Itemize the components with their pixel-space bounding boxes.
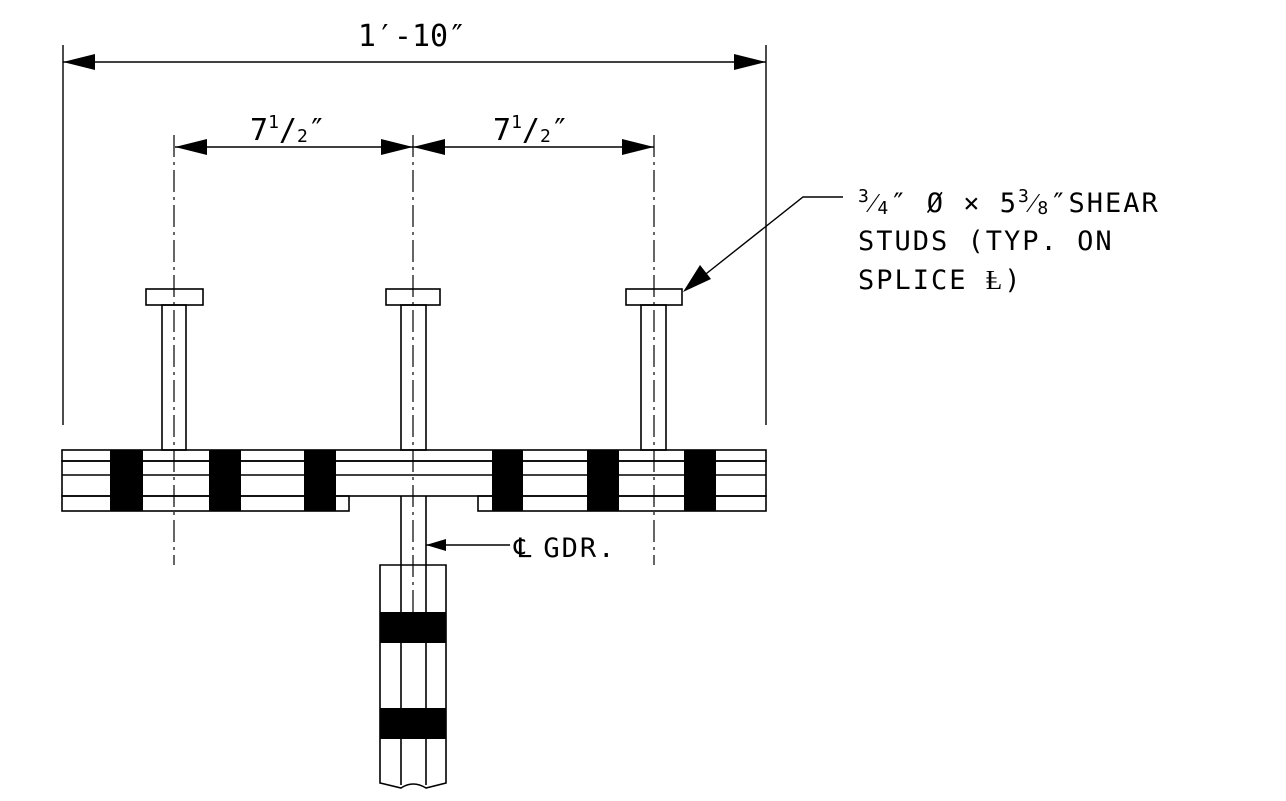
shear-studs: [145, 288, 683, 451]
top-splice-plate: [61, 449, 767, 462]
overall-dimension-label: 1′-10″: [358, 19, 466, 54]
overall-dimension: 1′-10″: [62, 19, 767, 425]
leader-line: [696, 196, 843, 282]
girder-web: [379, 496, 447, 789]
left-spacing-label: 71/2″: [250, 112, 326, 148]
shear-stud-callout: 3⁄4″ Ø × 53⁄8″SHEAR STUDS (TYP. ON SPLIC…: [683, 186, 1160, 296]
centerline-girder-label: ℄GDR.: [513, 533, 616, 564]
centerline-symbol: ℄: [513, 533, 533, 564]
leader-arrowhead: [683, 265, 711, 292]
bottom-splice-plate-right: [477, 495, 767, 512]
bolt: [492, 450, 523, 511]
web-splice-plates: [379, 564, 447, 789]
girder-flange: [61, 460, 767, 497]
leader-arrowhead: [426, 539, 446, 551]
callout-line-1: 3⁄4″ Ø × 53⁄8″SHEAR: [858, 186, 1160, 219]
centerline-girder-callout: ℄GDR.: [426, 533, 616, 564]
arrowhead-right: [734, 54, 766, 70]
bolt: [684, 450, 716, 511]
web-bolt: [380, 612, 446, 643]
arrowhead: [413, 139, 445, 155]
centerlines: [173, 135, 655, 640]
bolt: [304, 450, 336, 511]
bolt: [110, 450, 143, 511]
bolt: [587, 450, 619, 511]
callout-line-3: SPLICE Ⱡ): [858, 265, 1023, 296]
web-bolt: [380, 708, 446, 739]
bolt: [209, 450, 241, 511]
callout-line-2: STUDS (TYP. ON: [858, 226, 1114, 257]
arrowhead: [622, 139, 654, 155]
arrowhead-left: [63, 54, 95, 70]
stud-spacing-dimensions: 71/2″ 71/2″: [175, 112, 654, 155]
arrowhead: [381, 139, 413, 155]
flange-and-splice-plates: [61, 449, 767, 512]
bottom-splice-plate-left: [61, 495, 350, 512]
arrowhead: [175, 139, 207, 155]
right-spacing-label: 71/2″: [493, 112, 569, 148]
